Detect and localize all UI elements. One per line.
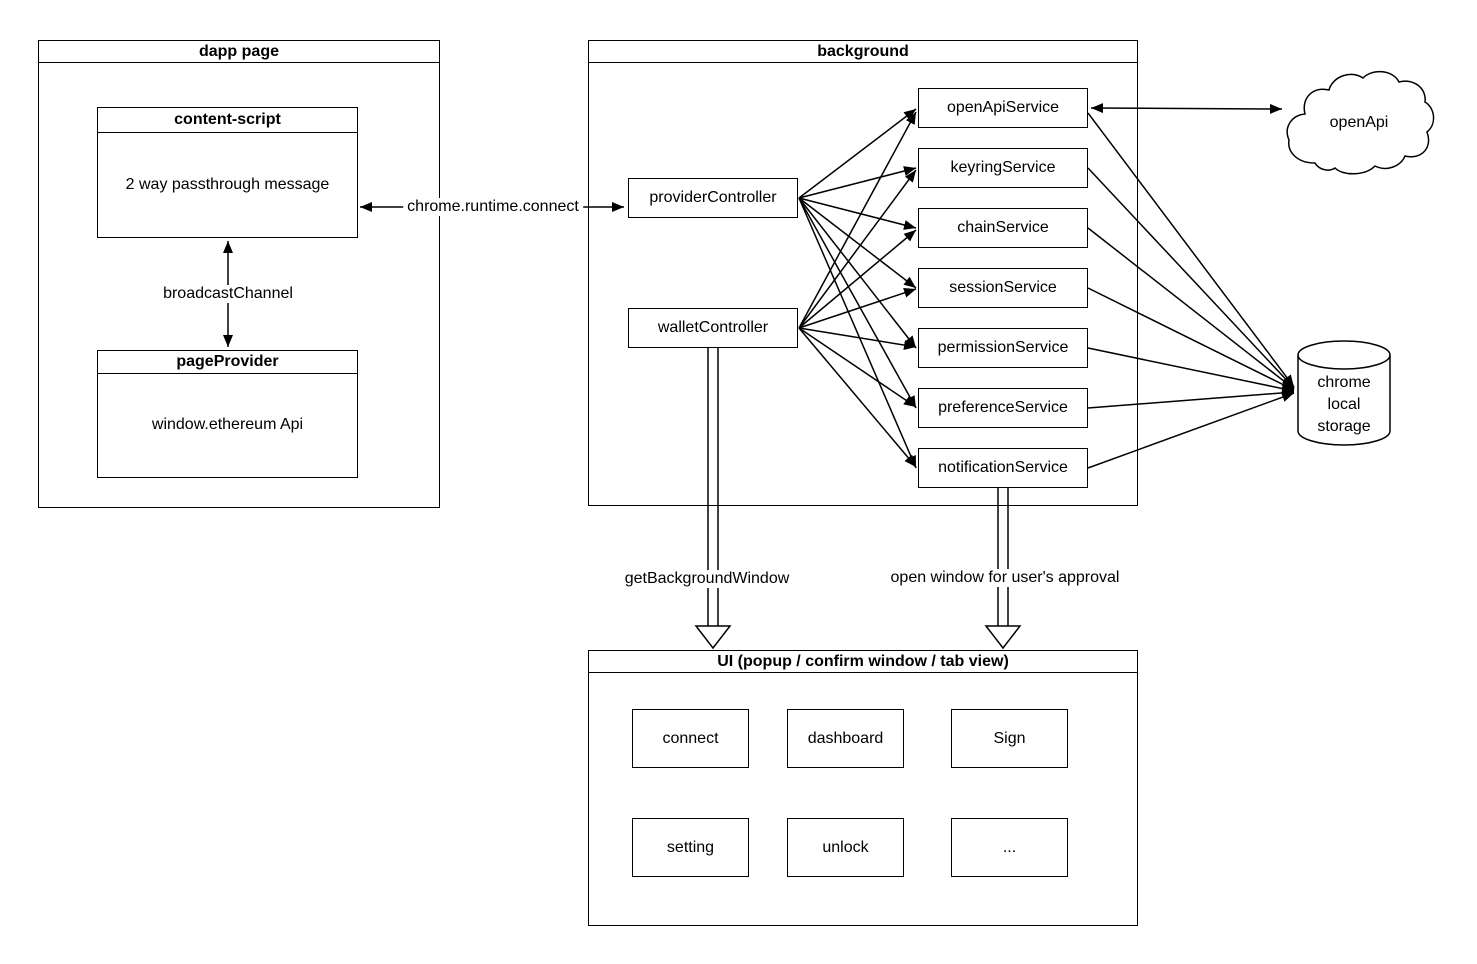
dapp-page-container: dapp page bbox=[38, 40, 440, 508]
edge-walletController-permissionService bbox=[798, 327, 917, 351]
edge-preferenceService-storage bbox=[1087, 387, 1295, 409]
service-node-preferenceService: preferenceService bbox=[918, 388, 1088, 428]
block-arrow-head bbox=[694, 625, 732, 650]
edge-notificationService-storage bbox=[1087, 392, 1295, 469]
ui-title: UI (popup / confirm window / tab view) bbox=[589, 651, 1137, 673]
service-node-permissionService: permissionService bbox=[918, 328, 1088, 368]
edge-chainService-storage bbox=[1087, 227, 1295, 390]
page-provider-body: window.ethereum Api bbox=[151, 415, 304, 433]
service-node-keyringService: keyringService bbox=[918, 148, 1088, 188]
edge-providerController-preferenceService bbox=[798, 197, 917, 409]
service-node-sessionService: sessionService bbox=[918, 268, 1088, 308]
content-script-title: content-script bbox=[98, 108, 357, 133]
storage-label-line: storage bbox=[1317, 418, 1371, 435]
openapi-cloud-shape bbox=[1286, 70, 1435, 175]
storage-cylinder-shape bbox=[1297, 340, 1391, 446]
ui-box-more: ... bbox=[951, 818, 1068, 877]
edge-walletController-openApiService bbox=[798, 111, 917, 329]
edge-walletController-notificationService bbox=[798, 327, 917, 468]
edge-permissionService-storage bbox=[1087, 347, 1295, 394]
edges-walletController-to-services bbox=[798, 111, 917, 468]
edge-label-broadcast-channel: broadcastChannel bbox=[159, 285, 297, 303]
edge-providerController-keyringService bbox=[798, 166, 917, 199]
edge-providerController-sessionService bbox=[798, 197, 917, 289]
edge-walletController-preferenceService bbox=[798, 327, 917, 408]
storage-cylinder-top bbox=[1297, 340, 1391, 370]
edge-label-chrome-runtime-connect: chrome.runtime.connect bbox=[403, 198, 583, 216]
edge-openApiService-storage bbox=[1087, 112, 1295, 388]
edge-walletController-chainService bbox=[798, 229, 917, 329]
service-node-notificationService: notificationService bbox=[918, 448, 1088, 488]
storage-label-line: local bbox=[1327, 396, 1361, 413]
edge-providerController-notificationService bbox=[798, 197, 917, 469]
edge-label-get-background-window: getBackgroundWindow bbox=[620, 570, 794, 588]
page-provider-title: pageProvider bbox=[98, 351, 357, 374]
background-container: background bbox=[588, 40, 1138, 506]
ui-box-setting: setting bbox=[632, 818, 749, 877]
edge-walletController-sessionService bbox=[798, 288, 917, 329]
ui-box-unlock: unlock bbox=[787, 818, 904, 877]
edge-keyringService-storage bbox=[1087, 167, 1295, 389]
block-arrow-head bbox=[984, 625, 1022, 650]
edge-label-open-window-approval: open window for user's approval bbox=[886, 569, 1124, 587]
edge-providerController-chainService bbox=[798, 197, 917, 230]
storage-cylinder-body bbox=[1297, 355, 1391, 446]
edge-walletController-keyringService bbox=[798, 169, 917, 329]
background-title: background bbox=[589, 41, 1137, 63]
service-node-chainService: chainService bbox=[918, 208, 1088, 248]
ui-container: UI (popup / confirm window / tab view) bbox=[588, 650, 1138, 926]
service-node-openApiService: openApiService bbox=[918, 88, 1088, 128]
edge-providerController-permissionService bbox=[798, 197, 917, 349]
ui-box-dashboard: dashboard bbox=[787, 709, 904, 768]
content-script-body: 2 way passthrough message bbox=[125, 175, 330, 193]
edge-sessionService-storage bbox=[1087, 287, 1295, 391]
edges-providerController-to-services bbox=[798, 108, 917, 469]
provider-controller-node: providerController bbox=[628, 178, 798, 218]
block-arrow-open-window bbox=[984, 488, 1022, 650]
ui-box-sign: Sign bbox=[951, 709, 1068, 768]
storage-label-line: chrome bbox=[1317, 374, 1371, 391]
ui-box-connect: connect bbox=[632, 709, 749, 768]
wallet-controller-node: walletController bbox=[628, 308, 798, 348]
content-script-node: content-script 2 way passthrough message bbox=[97, 107, 358, 238]
openapi-cloud-label: openApi bbox=[1329, 114, 1389, 131]
edge-providerController-openApiService bbox=[798, 108, 917, 199]
edge-openApiService-openApi bbox=[1090, 103, 1283, 114]
storage-label: chrome local storage bbox=[1300, 372, 1388, 438]
page-provider-node: pageProvider window.ethereum Api bbox=[97, 350, 358, 478]
edges-services-to-storage bbox=[1087, 112, 1295, 469]
dapp-page-title: dapp page bbox=[39, 41, 439, 63]
